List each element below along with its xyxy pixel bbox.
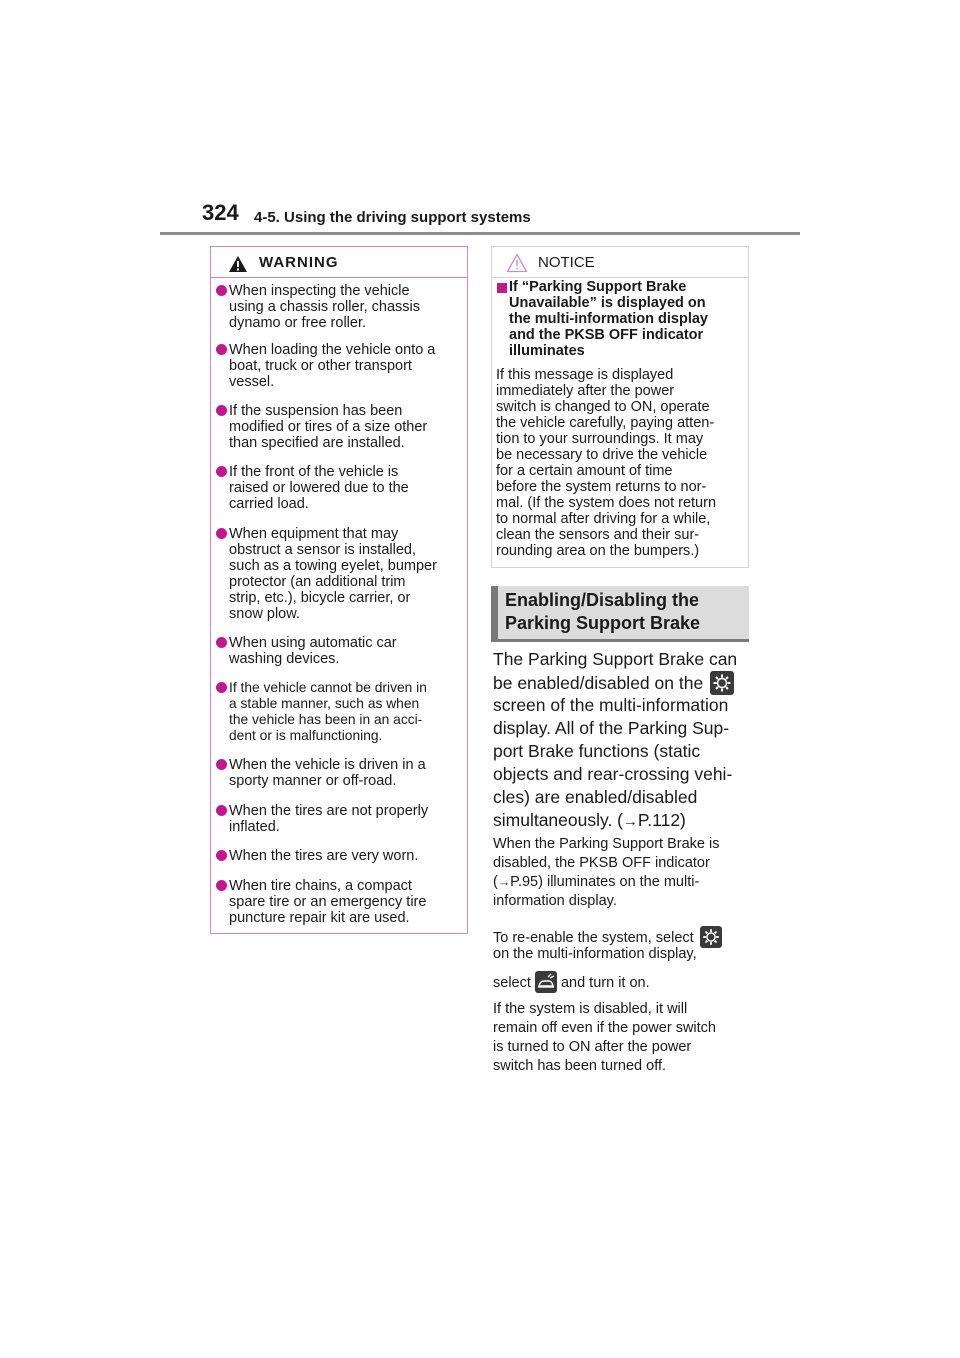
heading-rule bbox=[491, 639, 749, 642]
header-rule bbox=[160, 232, 800, 235]
bullet bbox=[216, 682, 227, 693]
page-reference[interactable]: P.112) bbox=[637, 810, 686, 830]
notice-title: NOTICE bbox=[538, 254, 595, 271]
warning-box: WARNING When inspecting the vehicle usin… bbox=[210, 246, 468, 934]
bullet bbox=[216, 759, 227, 770]
bullet bbox=[216, 285, 227, 296]
arrow-icon: → bbox=[623, 814, 638, 830]
bullet bbox=[216, 880, 227, 891]
page-header: 324 4-5. Using the driving support syste… bbox=[160, 196, 800, 236]
arrow-icon: → bbox=[497, 875, 511, 889]
section-heading-text: Enabling/Disabling the Parking Support B… bbox=[505, 590, 701, 633]
bullet bbox=[216, 528, 227, 539]
bullet bbox=[216, 637, 227, 648]
notice-subheading: If “Parking Support Brake Unavailable” i… bbox=[509, 279, 708, 359]
main-paragraph: The Parking Support Brake can be enabled… bbox=[493, 648, 755, 832]
note-reenable: To re-enable the system, select on the m… bbox=[493, 926, 755, 993]
heading-bar bbox=[491, 586, 498, 642]
page-number: 324 bbox=[202, 200, 239, 225]
bullet bbox=[216, 805, 227, 816]
gear-icon bbox=[699, 926, 722, 948]
warning-title: WARNING bbox=[259, 254, 339, 271]
section-title: 4-5. Using the driving support systems bbox=[254, 209, 531, 226]
gear-icon bbox=[710, 671, 735, 695]
notice-header: NOTICE bbox=[492, 247, 748, 278]
section-heading: Enabling/Disabling the Parking Support B… bbox=[491, 586, 749, 642]
note-disabled-persistence: If the system is disabled, it will remai… bbox=[493, 1001, 716, 1074]
bullet bbox=[216, 466, 227, 477]
bullet bbox=[216, 850, 227, 861]
note-pksb-indicator: When the Parking Support Brake is disabl… bbox=[493, 836, 720, 909]
page-reference[interactable]: P.95) illuminates on the multi- bbox=[510, 874, 700, 890]
notice-body: If this message is displayed immediately… bbox=[496, 367, 717, 559]
bullet bbox=[216, 405, 227, 416]
car-sensor-icon bbox=[534, 971, 557, 993]
warning-header: WARNING bbox=[211, 247, 467, 278]
notice-box: NOTICE If “Parking Support Brake Unavail… bbox=[491, 246, 749, 568]
bullet bbox=[216, 344, 227, 355]
notice-triangle-icon bbox=[506, 253, 528, 273]
subheading-marker bbox=[497, 283, 507, 293]
warning-triangle-icon bbox=[229, 256, 247, 272]
